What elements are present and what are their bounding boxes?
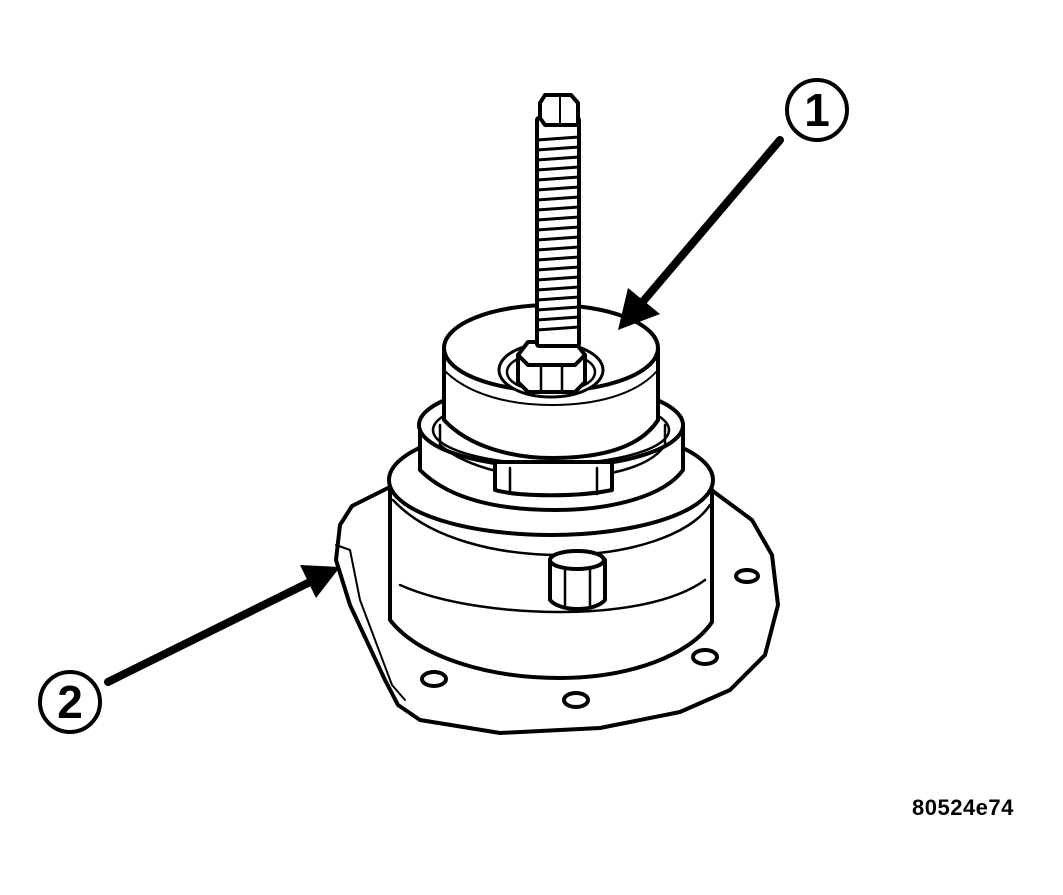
forcing-screw-nut [516, 340, 587, 394]
callout-1-label: 1 [804, 84, 830, 136]
side-set-screw [548, 549, 607, 611]
callout-2-label: 2 [57, 676, 83, 728]
callout-1: 1 [785, 78, 849, 142]
flange-mounting-holes [420, 568, 760, 709]
adapter-hex-nut [493, 460, 614, 498]
figure-id-label: 80524e74 [912, 795, 1014, 820]
threaded-forcing-screw [535, 93, 581, 348]
leader-arrow-2 [104, 565, 340, 686]
leader-arrow-1 [618, 136, 784, 330]
callout-2: 2 [38, 670, 102, 734]
